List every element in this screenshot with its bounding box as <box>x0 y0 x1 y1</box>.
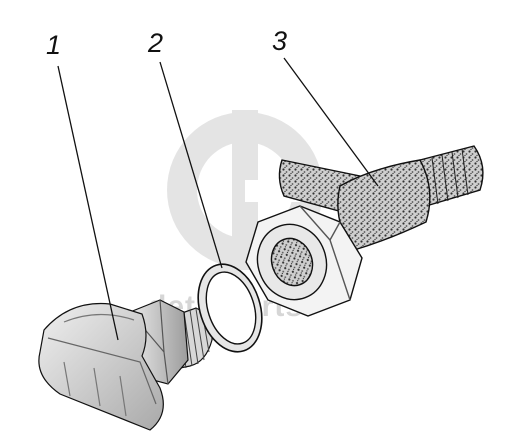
callout-2: 2 <box>147 28 163 58</box>
part-3-nut-bore <box>270 237 314 287</box>
watermark-logo <box>167 110 325 270</box>
callout-labels: 1 2 3 <box>46 26 287 60</box>
part-2-washer-inner <box>205 271 257 345</box>
callout-1: 1 <box>46 30 61 60</box>
part-3-tee-fitting <box>245 145 484 317</box>
leader-line-1 <box>57 65 119 341</box>
part-1-wing-fitting <box>38 299 213 431</box>
part-3-body <box>337 159 431 251</box>
leader-line-3 <box>283 57 379 187</box>
callout-3: 3 <box>272 26 287 56</box>
part-1-wing-head <box>38 302 164 431</box>
leader-line-2 <box>159 61 223 269</box>
leader-lines <box>57 57 379 341</box>
part-3-threads <box>431 148 469 205</box>
part-2-washer <box>197 263 263 353</box>
